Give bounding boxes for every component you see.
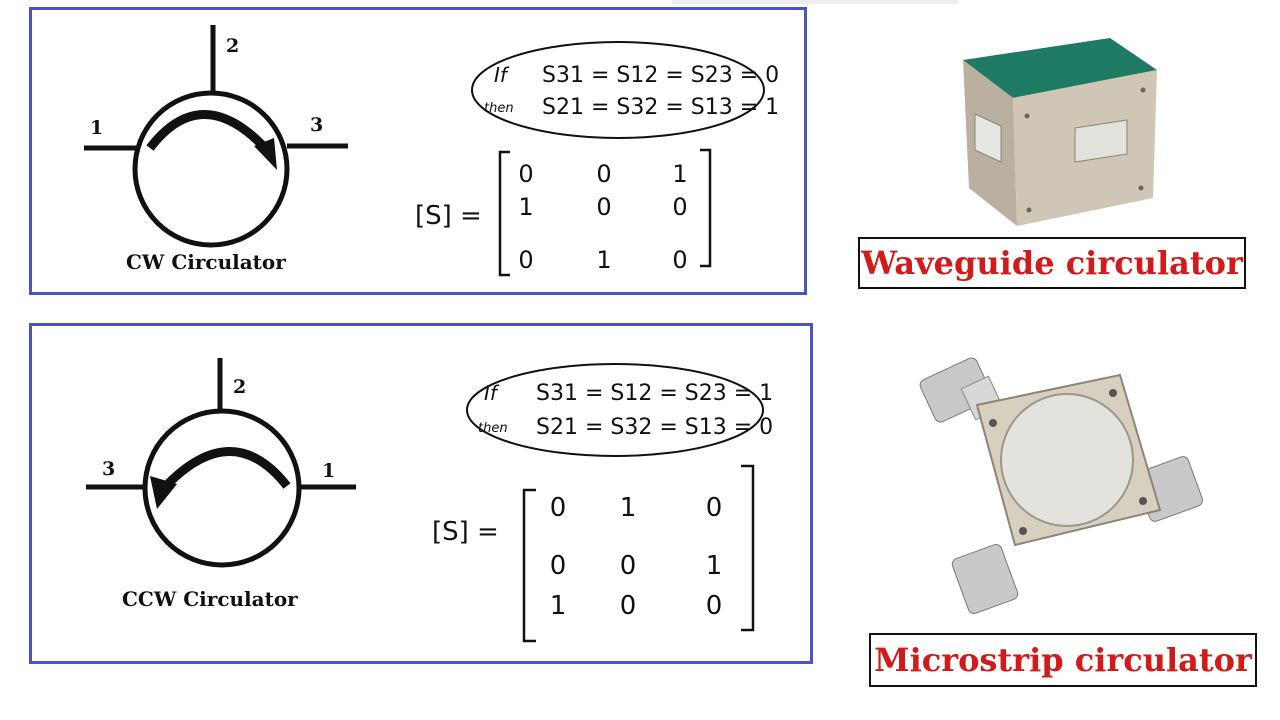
microstrip-ferrite-disk [1000, 393, 1134, 527]
cw-matrix-cell-1-2: 0 [672, 193, 687, 221]
cw-matrix-cell-0-2: 1 [672, 160, 687, 188]
ccw-matrix-cell-2-0: 1 [550, 591, 567, 621]
cw-diagram: 2 1 3 CW Circulator If S31 = S12 = S23 =… [84, 25, 779, 277]
cw-condition-ellipse [471, 41, 765, 139]
ccw-matrix-cell-1-2: 1 [706, 551, 723, 581]
waveguide-front-port [1074, 119, 1128, 163]
ccw-s-matrix: [S] = 0 1 0 0 0 1 1 0 0 [432, 464, 755, 643]
ccw-matrix-cell-1-0: 0 [550, 551, 567, 581]
ccw-then-label: then [478, 421, 508, 436]
ccw-caption: CCW Circulator [122, 587, 298, 611]
cw-matrix-cell-0-0: 0 [518, 160, 533, 188]
cw-caption: CW Circulator [126, 250, 286, 274]
ccw-arrow-head-icon [150, 476, 177, 509]
cw-matrix-left-bracket [498, 150, 510, 277]
cw-matrix-cell-2-0: 0 [518, 246, 533, 274]
waveguide-circulator-image [963, 38, 1157, 226]
cw-matrix-cell-1-1: 0 [596, 193, 611, 221]
ccw-matrix-right-bracket [741, 464, 755, 632]
ccw-condition-ellipse [466, 363, 764, 457]
ccw-arrow-arc [160, 447, 291, 492]
cw-matrix-cell-0-1: 0 [596, 160, 611, 188]
ccw-matrix-cell-0-0: 0 [550, 493, 567, 523]
ccw-condition-line1: S31 = S12 = S23 = 1 [536, 381, 773, 406]
cw-port-3-label: 3 [310, 114, 323, 136]
ccw-matrix-cell-0-2: 0 [706, 493, 723, 523]
ccw-matrix-cell-1-1: 0 [620, 551, 637, 581]
ccw-condition-line2: S21 = S32 = S13 = 0 [536, 415, 773, 440]
ccw-circulator-panel: 2 3 1 CCW Circulator If S31 = S12 = S23 … [29, 323, 813, 664]
ccw-port-3-label: 3 [102, 458, 115, 480]
ccw-matrix-left-bracket [522, 488, 536, 643]
ccw-matrix-cell-2-1: 0 [620, 591, 637, 621]
waveguide-circulator-label: Waveguide circulator [858, 237, 1246, 289]
cw-matrix-cell-1-0: 1 [518, 193, 533, 221]
cw-circulator-symbol: 2 1 3 CW Circulator [84, 25, 348, 274]
ccw-matrix-cell-2-2: 0 [706, 591, 723, 621]
microstrip-circulator-label: Microstrip circulator [869, 633, 1257, 687]
cw-circulator-panel: 2 1 3 CW Circulator If S31 = S12 = S23 =… [29, 7, 807, 295]
connector-bottom [951, 544, 1019, 614]
cw-matrix-cell-2-2: 0 [672, 246, 687, 274]
waveguide-left-port [974, 113, 1002, 163]
cw-arrow-head-icon [254, 138, 277, 170]
waveguide-top-face [963, 38, 1157, 98]
cw-port-2-label: 2 [226, 35, 239, 57]
cw-matrix-right-bracket [700, 148, 712, 268]
cw-then-label: then [484, 101, 514, 116]
ccw-matrix-label: [S] = [432, 517, 499, 547]
ccw-circulator-symbol: 2 3 1 CCW Circulator [86, 358, 356, 611]
ccw-diagram: 2 3 1 CCW Circulator If S31 = S12 = S23 … [86, 358, 773, 643]
cw-condition-line1: S31 = S12 = S23 = 0 [542, 63, 779, 88]
cw-s-matrix: [S] = 0 0 1 1 0 0 0 1 0 [415, 148, 712, 277]
cw-port-1-label: 1 [90, 117, 103, 139]
ccw-condition: If S31 = S12 = S23 = 1 then S21 = S32 = … [466, 363, 773, 457]
microstrip-circulator-image [919, 357, 1204, 614]
ccw-matrix-cell-0-1: 1 [620, 493, 637, 523]
cw-condition-line2: S21 = S32 = S13 = 1 [542, 95, 779, 120]
cw-matrix-label: [S] = [415, 201, 482, 231]
ccw-if-label: If [484, 381, 500, 405]
cw-arrow-arc [146, 110, 271, 154]
ccw-port-2-label: 2 [233, 376, 246, 398]
top-edge-bar [672, 0, 958, 4]
cw-condition: If S31 = S12 = S23 = 0 then S21 = S32 = … [471, 41, 779, 139]
ccw-port-1-label: 1 [322, 460, 335, 482]
cw-if-label: If [494, 63, 510, 87]
cw-matrix-cell-2-1: 1 [596, 246, 611, 274]
